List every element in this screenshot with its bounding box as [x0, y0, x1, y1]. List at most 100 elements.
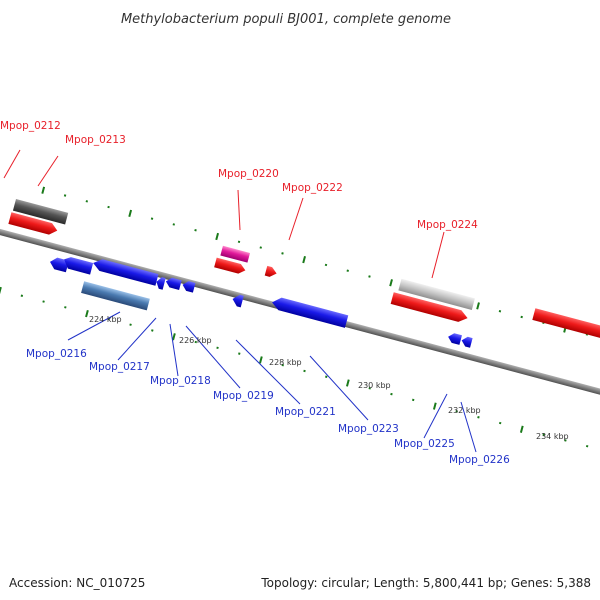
- major-tick: [476, 302, 480, 310]
- major-tick: [345, 379, 350, 387]
- callout-line-0218: [169, 323, 179, 377]
- callout-line-0225: [423, 393, 448, 439]
- callout-line-0216: [67, 311, 121, 341]
- label-mpop-0224: Mpop_0224: [417, 219, 478, 231]
- callout-line-0226: [460, 401, 477, 453]
- gene-mpop-0220[interactable]: [220, 245, 251, 263]
- callout-line-0221: [235, 339, 301, 405]
- gene-mpop-0224[interactable]: [398, 278, 475, 310]
- major-tick: [432, 402, 437, 410]
- accession-text: Accession: NC_010725: [9, 576, 146, 590]
- gene-mpop-0217[interactable]: [92, 257, 159, 286]
- scale-label-226: 226 kbp: [179, 336, 212, 345]
- minor-tick: [411, 398, 415, 402]
- callout-line-0213: [37, 155, 59, 187]
- minor-tick: [498, 421, 502, 425]
- minor-tick: [368, 387, 371, 390]
- minor-tick: [520, 315, 523, 319]
- major-tick: [389, 279, 393, 287]
- scale-label-232: 232 kbp: [448, 406, 481, 415]
- minor-tick: [42, 300, 45, 303]
- gene-mpop-0216[interactable]: [81, 281, 150, 311]
- gene-mpop-0224b[interactable]: [390, 292, 469, 324]
- label-mpop-0221: Mpop_0221: [275, 406, 336, 418]
- callout-line-0217: [117, 317, 157, 361]
- callout-line-0223: [309, 355, 369, 421]
- minor-tick: [107, 205, 110, 209]
- minor-tick: [63, 194, 67, 197]
- label-mpop-0218: Mpop_0218: [150, 375, 211, 387]
- callout-line-0222: [288, 197, 304, 241]
- gene-bottom-small-1[interactable]: [48, 256, 69, 273]
- major-tick: [172, 333, 176, 341]
- top-callouts: [3, 149, 445, 279]
- minor-tick: [346, 269, 349, 272]
- gene-mpop-0225[interactable]: [447, 332, 462, 345]
- major-tick: [215, 232, 220, 241]
- major-tick: [85, 309, 89, 318]
- minor-tick: [259, 246, 262, 249]
- gene-mpop-0219a[interactable]: [165, 276, 182, 291]
- label-mpop-0217: Mpop_0217: [89, 361, 150, 373]
- label-mpop-0223: Mpop_0223: [338, 423, 399, 435]
- gene-mpop-0219b[interactable]: [181, 280, 196, 293]
- major-tick: [41, 186, 46, 194]
- gene-mpop-0213[interactable]: [8, 212, 58, 236]
- gene-mpop-0226[interactable]: [460, 336, 473, 348]
- gene-mpop-0221[interactable]: [231, 293, 244, 308]
- scale-label-224: 224 kbp: [89, 315, 122, 324]
- minor-tick: [368, 275, 371, 278]
- scale-label-230: 230 kbp: [358, 381, 391, 390]
- minor-tick: [216, 346, 219, 350]
- major-tick: [519, 425, 524, 433]
- gene-mpop-0222a[interactable]: [214, 257, 247, 276]
- minor-tick: [498, 309, 502, 313]
- minor-tick: [477, 416, 480, 419]
- gene-mpop-0212[interactable]: [12, 199, 69, 225]
- minor-tick: [564, 439, 567, 442]
- minor-tick: [325, 375, 328, 378]
- callout-line-0220: [237, 189, 241, 231]
- bottom-scale-ticks: [0, 286, 589, 448]
- scale-label-234: 234 kbp: [536, 432, 569, 441]
- major-tick: [0, 286, 2, 295]
- minor-tick: [238, 352, 241, 355]
- bottom-callouts: [67, 311, 477, 453]
- label-mpop-0212: Mpop_0212: [0, 120, 61, 132]
- callout-line-0224: [431, 231, 445, 279]
- minor-tick: [324, 263, 328, 267]
- minor-tick: [172, 223, 176, 226]
- callout-line-0212: [3, 149, 21, 179]
- gene-mpop-0223[interactable]: [271, 296, 349, 328]
- minor-tick: [129, 323, 132, 326]
- major-tick: [128, 209, 133, 217]
- minor-tick: [303, 369, 306, 373]
- gene-mpop-0218[interactable]: [155, 276, 166, 290]
- minor-tick: [194, 228, 197, 232]
- minor-tick: [281, 252, 284, 255]
- minor-tick: [85, 200, 89, 203]
- label-mpop-0225: Mpop_0225: [394, 438, 455, 450]
- minor-tick: [150, 217, 154, 220]
- topology-text: Topology: circular; Length: 5,800,441 bp…: [261, 576, 591, 590]
- minor-tick: [585, 444, 589, 448]
- minor-tick: [281, 363, 284, 367]
- minor-tick: [390, 392, 393, 396]
- gene-mpop-0222b[interactable]: [264, 265, 278, 278]
- minor-tick: [20, 294, 24, 297]
- label-mpop-0219: Mpop_0219: [213, 390, 274, 402]
- major-tick: [259, 356, 263, 364]
- scale-label-228: 228 kbp: [269, 358, 302, 367]
- label-mpop-0220: Mpop_0220: [218, 168, 279, 180]
- label-mpop-0226: Mpop_0226: [449, 454, 510, 466]
- label-mpop-0213: Mpop_0213: [65, 134, 126, 146]
- minor-tick: [542, 433, 545, 436]
- callout-line-0219: [185, 325, 241, 389]
- map-title: Methylobacterium populi BJ001, complete …: [121, 12, 451, 27]
- gene-right-edge[interactable]: [532, 308, 600, 342]
- minor-tick: [64, 306, 67, 309]
- minor-tick: [194, 340, 198, 344]
- label-mpop-0216: Mpop_0216: [26, 348, 87, 360]
- gene-bottom-small-2[interactable]: [62, 256, 94, 275]
